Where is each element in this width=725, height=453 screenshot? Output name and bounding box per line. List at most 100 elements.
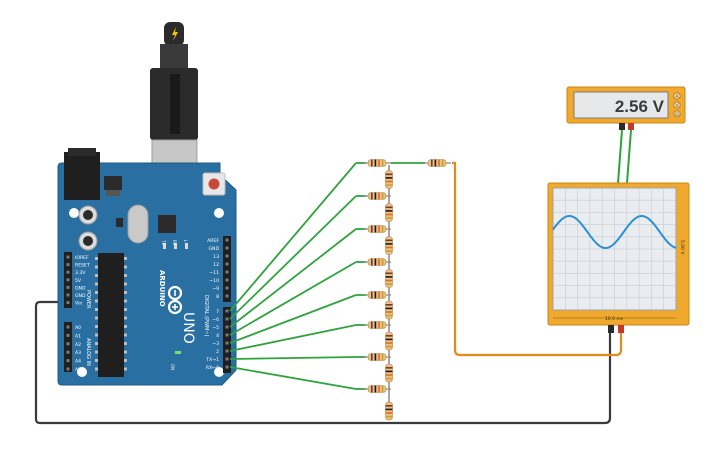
ground-wire[interactable]	[34, 300, 612, 425]
pin-label: 12	[213, 262, 219, 268]
pin-label: TX→1	[205, 357, 219, 363]
mode-button-a[interactable]	[673, 92, 681, 100]
dc-power-jack	[64, 152, 100, 200]
data-wire[interactable]	[229, 162, 357, 312]
oscilloscope-terminal-black[interactable]	[608, 325, 614, 333]
led-tx	[163, 243, 166, 249]
signal-wire-to-scope[interactable]	[452, 161, 623, 357]
mode-button-ohm[interactable]	[673, 110, 681, 118]
analog-pin[interactable]	[66, 325, 70, 329]
mounting-hole	[214, 367, 224, 377]
digital-pin[interactable]	[225, 349, 229, 353]
digital-pin[interactable]	[225, 270, 229, 274]
power-pin[interactable]	[66, 270, 70, 274]
ladder-resistor-r[interactable]	[385, 170, 393, 189]
board-model: UNO	[180, 312, 196, 344]
power-pin[interactable]	[66, 293, 70, 297]
digital-pin[interactable]	[225, 341, 229, 345]
meter-probe-wire-1[interactable]	[617, 129, 623, 184]
mode-buttons: A V Ω	[673, 92, 681, 118]
led-rx	[174, 243, 177, 249]
pin-label: ~6	[212, 317, 219, 323]
ladder-resistor-2r[interactable]	[363, 192, 391, 200]
analog-header-label: ANALOG IN	[85, 338, 91, 366]
analog-pin[interactable]	[66, 359, 70, 363]
ladder-resistor-2r[interactable]	[363, 291, 391, 299]
digital-pin[interactable]	[225, 357, 229, 361]
data-wire[interactable]	[229, 356, 357, 360]
digital-pin[interactable]	[225, 309, 229, 313]
data-wire[interactable]	[229, 366, 357, 390]
led-l-label: L	[183, 240, 188, 243]
ladder-resistor-2r[interactable]	[363, 353, 391, 361]
digital-pin[interactable]	[225, 246, 229, 250]
digital-pin[interactable]	[225, 294, 229, 298]
ladder-resistor-r[interactable]	[385, 363, 393, 383]
digital-pin[interactable]	[225, 278, 229, 282]
pin-label: IOREF	[75, 255, 89, 261]
ladder-resistor-r[interactable]	[385, 401, 393, 421]
pin-label: GND	[208, 246, 219, 252]
multimeter-terminal-red[interactable]	[628, 123, 634, 130]
ladder-resistor-r[interactable]	[385, 331, 393, 351]
pin-label: 5V	[75, 278, 82, 284]
digital-pin[interactable]	[225, 262, 229, 266]
led-tx-label: TX	[161, 239, 166, 245]
digital-pin[interactable]	[225, 238, 229, 242]
arduino-uno-board[interactable]: TX RX L ARDUINO UNO POWER ANALOG IN DIGI…	[57, 22, 237, 386]
data-wire[interactable]	[229, 261, 357, 336]
analog-pin[interactable]	[66, 350, 70, 354]
ladder-resistor-r[interactable]	[385, 236, 393, 255]
digital-pin[interactable]	[225, 317, 229, 321]
oscilloscope[interactable]: 10.0 ms 5.00 V	[547, 182, 690, 333]
data-wire[interactable]	[229, 294, 357, 344]
data-wire[interactable]	[229, 228, 357, 328]
digital-header-top	[223, 236, 231, 302]
ladder-resistor-2r[interactable]	[363, 159, 391, 167]
digital-pin[interactable]	[225, 286, 229, 290]
ladder-resistor-r[interactable]	[385, 269, 393, 288]
power-pin[interactable]	[66, 301, 70, 305]
digital-pin[interactable]	[225, 254, 229, 258]
oscilloscope-volt-label: 5.00 V	[679, 240, 685, 255]
multimeter[interactable]: 2.56 V A V Ω	[566, 86, 686, 130]
analog-pin[interactable]	[66, 367, 70, 371]
ladder-resistor-2r[interactable]	[363, 385, 391, 393]
power-pin[interactable]	[66, 255, 70, 259]
output-resistor[interactable]	[423, 159, 451, 167]
ladder-resistor-r[interactable]	[385, 203, 393, 222]
svg-text:Ω: Ω	[675, 112, 679, 118]
pin-label: RX←0	[206, 365, 219, 371]
power-pin[interactable]	[66, 263, 70, 267]
ladder-resistor-2r[interactable]	[363, 321, 391, 329]
ladder-resistor-2r[interactable]	[363, 225, 391, 233]
data-wire[interactable]	[229, 195, 357, 320]
svg-text:A: A	[675, 94, 679, 100]
digital-pin[interactable]	[225, 325, 229, 329]
usb-interface-chip	[158, 215, 176, 233]
meter-probe-wire-2[interactable]	[626, 129, 632, 184]
mode-button-v[interactable]	[673, 101, 681, 109]
pin-label: AREF	[207, 238, 219, 244]
mounting-hole	[77, 367, 87, 377]
ladder-resistor-r[interactable]	[385, 300, 393, 320]
resistor-ladder[interactable]	[363, 159, 451, 421]
oscilloscope-terminal-red[interactable]	[618, 325, 624, 333]
power-pin[interactable]	[66, 278, 70, 282]
board-brand: ARDUINO	[158, 270, 166, 307]
pin-label: 7	[216, 309, 219, 315]
digital-pin[interactable]	[225, 333, 229, 337]
ladder-resistor-2r[interactable]	[363, 258, 391, 266]
analog-header	[64, 322, 72, 372]
data-wire[interactable]	[229, 324, 357, 352]
pin-label: ~5	[212, 325, 219, 331]
analog-pin[interactable]	[66, 333, 70, 337]
wire-layer	[34, 129, 632, 425]
power-pin[interactable]	[66, 285, 70, 289]
analog-pin[interactable]	[66, 342, 70, 346]
digital-pin[interactable]	[225, 365, 229, 369]
multimeter-terminal-black[interactable]	[619, 123, 625, 130]
pin-label: ~3	[212, 341, 219, 347]
